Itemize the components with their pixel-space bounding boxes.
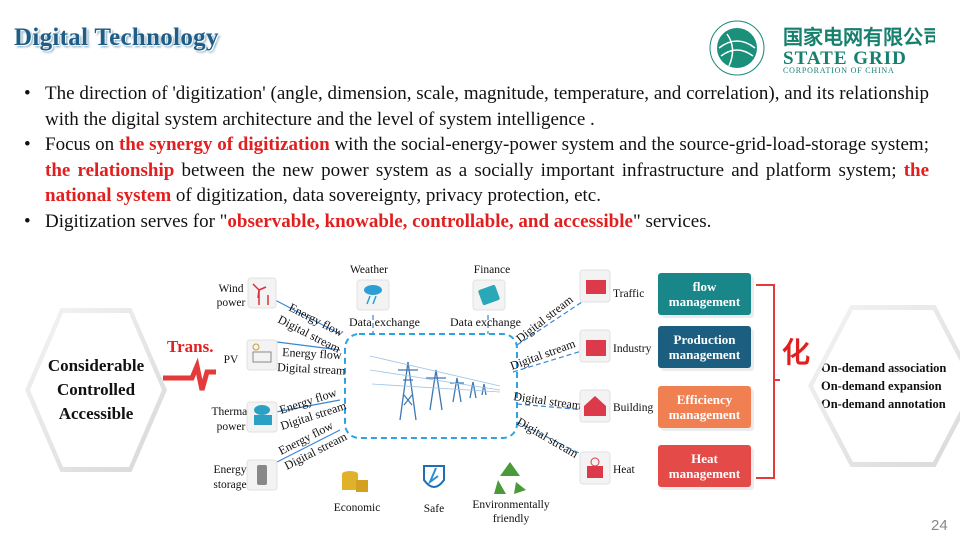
digital-stream-label: Digital stream xyxy=(515,414,582,461)
shield-icon xyxy=(423,465,445,488)
bullet-text: " services. xyxy=(632,210,712,232)
bullet-text: The direction of 'digitization' (angle, … xyxy=(45,83,929,130)
source-label: Thermal xyxy=(212,406,251,418)
energy-flow-label: Energy flow xyxy=(282,345,342,362)
hex-text: Controlled xyxy=(56,380,136,399)
load-label: Heat xyxy=(613,464,636,476)
bracket xyxy=(756,284,780,479)
battery-icon xyxy=(257,465,267,485)
hua-character: 化 xyxy=(782,337,810,369)
load-label: Building xyxy=(613,402,654,414)
page-number: 24 xyxy=(931,517,948,534)
thermal-plant-icon xyxy=(254,405,272,425)
highlight-text: the relationship xyxy=(45,159,175,181)
digital-stream-label: Digital stream xyxy=(513,389,583,412)
source-label: Energy xyxy=(213,464,246,476)
source-label: storage xyxy=(213,479,246,491)
coins-icon xyxy=(342,471,368,492)
digital-stream-label: Digital stream xyxy=(277,360,347,378)
safe-label: Safe xyxy=(424,503,444,515)
bullet-text: with the social-energy-power system and … xyxy=(329,134,929,155)
svg-text:STATE GRID: STATE GRID xyxy=(783,48,907,69)
source-label: power xyxy=(217,421,246,433)
bullet-item: Digitization serves for "observable, kno… xyxy=(24,209,929,235)
highlight-text: observable, knowable, controllable, and … xyxy=(227,210,633,232)
state-grid-logo: 国家电网有限公司 STATE GRID CORPORATION OF CHINA xyxy=(709,20,935,76)
hex-text: Accessible xyxy=(58,404,134,423)
bullet-text: Focus on xyxy=(45,134,119,155)
hex-text: On-demand association xyxy=(821,361,947,375)
left-hexagon: Considerable Controlled Accessible xyxy=(25,308,167,472)
bullet-text: Digitization serves for " xyxy=(45,210,228,232)
grid-core-box xyxy=(344,333,518,439)
bullet-item: Focus on the synergy of digitization wit… xyxy=(24,132,929,209)
weather-cloud-icon xyxy=(364,285,382,305)
finance-money-icon xyxy=(478,284,500,306)
load-label: Traffic xyxy=(613,288,644,300)
source-label: Wind xyxy=(218,283,243,295)
factory-icon xyxy=(586,340,606,356)
economic-label: Economic xyxy=(334,502,381,514)
hex-text: On-demand expansion xyxy=(821,379,942,393)
recycle-icon xyxy=(494,462,526,494)
truck-icon xyxy=(586,280,606,294)
slide-title: Digital Technology xyxy=(14,24,219,51)
bullet-item: The direction of 'digitization' (angle, … xyxy=(24,81,929,132)
highlight-text: the national system xyxy=(45,159,930,207)
hex-text: On-demand annotation xyxy=(821,397,946,411)
wind-turbine-icon xyxy=(252,283,269,305)
signal-wave-icon xyxy=(163,357,216,391)
bullet-text: of digitization, data sovereignty, priva… xyxy=(171,185,601,206)
finance-label: Finance xyxy=(474,264,510,276)
environment-label: friendly xyxy=(493,513,530,525)
weather-label: Weather xyxy=(350,264,388,276)
data-exchange-label: Data exchange xyxy=(450,315,521,329)
load-label: Industry xyxy=(613,343,652,355)
bullet-list: The direction of 'digitization' (angle, … xyxy=(24,81,929,234)
hex-text: Considerable xyxy=(47,356,145,375)
warehouse-icon xyxy=(584,396,606,416)
svg-text:国家电网有限公司: 国家电网有限公司 xyxy=(783,25,935,49)
solar-panel-icon xyxy=(252,343,272,363)
highlight-text: the synergy of digitization xyxy=(118,134,330,155)
source-label: PV xyxy=(224,354,239,366)
source-label: power xyxy=(217,297,246,309)
heater-icon xyxy=(587,466,603,478)
data-exchange-label: Data exchange xyxy=(349,315,420,329)
environment-label: Environmentally xyxy=(472,499,550,511)
transmission-tower-icon xyxy=(369,355,501,421)
trans-label: Trans. xyxy=(167,337,214,356)
svg-text:CORPORATION OF CHINA: CORPORATION OF CHINA xyxy=(783,66,895,75)
bullet-text: between the new power system as a social… xyxy=(174,159,904,181)
